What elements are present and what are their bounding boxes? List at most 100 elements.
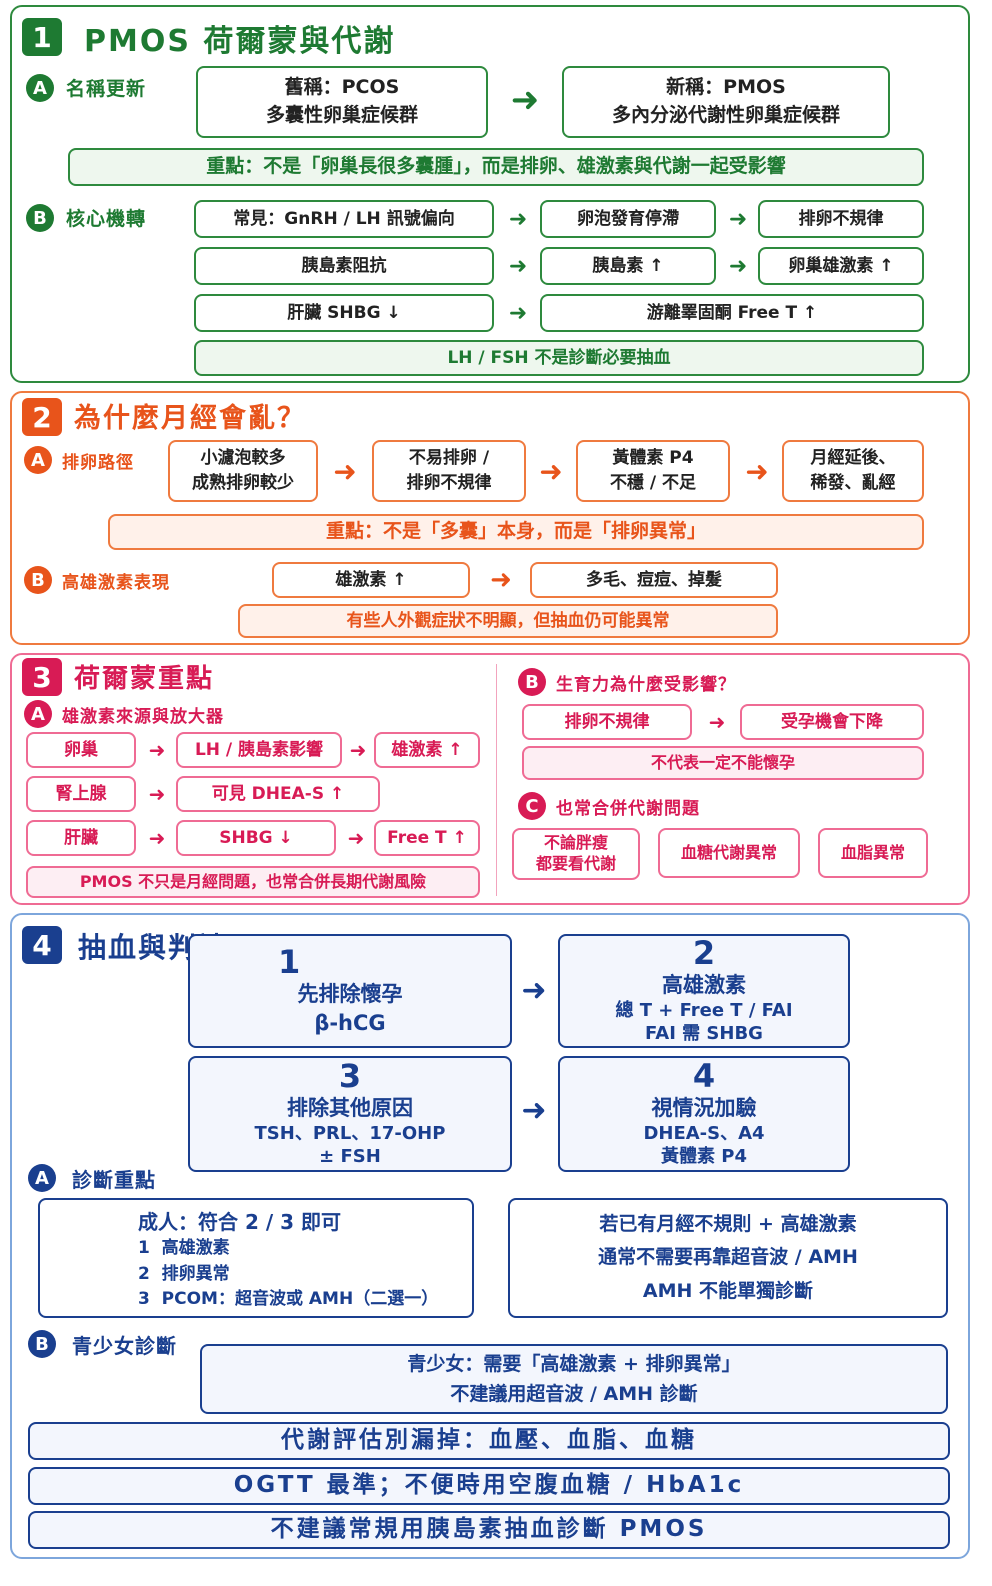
section-2 xyxy=(10,391,970,645)
mech-row1-a: 常見：GnRH / LH 訊號偏向 xyxy=(194,200,494,238)
s1-b-label: 核心機轉 xyxy=(66,208,147,230)
lab-step-1-title: 先排除懷孕 xyxy=(297,982,403,1007)
metabolic-eval-note: 代謝評估別漏掉：血壓、血脂、血糖 xyxy=(28,1422,950,1460)
s1-key-point: 重點：不是「卵巢長很多囊腫」，而是排卵、雄激素與代謝一起受影響 xyxy=(68,148,924,186)
arrow-right-icon: ➜ xyxy=(148,826,166,850)
arrow-right-icon: ➜ xyxy=(539,454,563,488)
source-adrenal: 腎上腺 xyxy=(26,776,136,812)
lab-step-1-number: 1 xyxy=(278,943,301,982)
s3-b-letter: B xyxy=(518,668,546,696)
section-1-number: 1 xyxy=(22,18,62,56)
adult-criterion-1: 1 高雄激素 xyxy=(138,1238,230,1258)
arrow-right-icon: ➜ xyxy=(148,782,166,806)
section-4-number: 4 xyxy=(22,926,62,964)
s2-b-label: 高雄激素表現 xyxy=(62,573,170,593)
ovulation-step-3: 黃體素 P4 不穩 / 不足 xyxy=(576,440,730,502)
s2-note: 有些人外觀症狀不明顯，但抽血仍可能異常 xyxy=(238,604,778,638)
s3-b-label: 生育力為什麼受影響？ xyxy=(556,675,736,695)
section-2-title: 為什麼月經會亂？ xyxy=(74,403,306,434)
meta-any-weight: 不論胖瘦 都要看代謝 xyxy=(512,828,640,880)
mech-row1-b: 卵泡發育停滯 xyxy=(540,200,716,238)
section-2-number: 2 xyxy=(22,398,62,436)
adult-criteria-box: 成人：符合 2 / 3 即可 1 高雄激素 2 排卵異常 3 PCOM：超音波或… xyxy=(38,1198,474,1318)
s3-note: PMOS 不只是月經問題，也常合併長期代謝風險 xyxy=(26,866,480,898)
s4-b-label: 青少女診斷 xyxy=(72,1334,177,1358)
section-3 xyxy=(10,653,970,905)
lab-step-3: 3 排除其他原因 TSH、PRL、17-OHP ± FSH xyxy=(188,1056,512,1172)
mech-row3-b: 游離睪固酮 Free T ↑ xyxy=(540,294,924,332)
s1-b-letter: B xyxy=(26,204,54,232)
lab-step-4-detail: DHEA-S、A4 黃體素 P4 xyxy=(643,1122,765,1168)
ovulation-step-2: 不易排卵 / 排卵不規律 xyxy=(372,440,526,502)
androgen-box: 雄激素 ↑ xyxy=(272,562,470,598)
symptoms-box: 多毛、痘痘、掉髮 xyxy=(530,562,778,598)
arrow-right-icon: ➜ xyxy=(510,80,540,120)
s3-a-letter: A xyxy=(24,700,52,728)
lab-step-2: 2 高雄激素 總 T + Free T / FAI FAI 需 SHBG xyxy=(558,934,850,1048)
teen-diagnosis-box: 青少女：需要「高雄激素 + 排卵異常」 不建議用超音波 / AMH 診斷 xyxy=(200,1344,948,1414)
arrow-right-icon: ➜ xyxy=(521,972,547,1008)
insulin-note: 不建議常規用胰島素抽血診斷 PMOS xyxy=(28,1511,950,1549)
new-name-box: 新稱：PMOS 多內分泌代謝性卵巢症候群 xyxy=(562,66,890,138)
fert-irregular: 排卵不規律 xyxy=(522,704,692,740)
arrow-right-icon: ➜ xyxy=(490,565,512,595)
s1-a-label: 名稱更新 xyxy=(66,78,147,100)
source-ovary: 卵巢 xyxy=(26,732,136,768)
adrenal-result: 可見 DHEA-S ↑ xyxy=(176,776,380,812)
lab-step-3-detail: TSH、PRL、17-OHP ± FSH xyxy=(254,1122,446,1168)
lab-step-3-number: 3 xyxy=(338,1057,362,1096)
liver-result: Free T ↑ xyxy=(374,820,480,856)
adult-criterion-2: 2 排卵異常 xyxy=(138,1263,230,1284)
source-liver: 肝臟 xyxy=(26,820,136,856)
arrow-right-icon: ➜ xyxy=(347,826,365,850)
s1-a-letter: A xyxy=(26,74,54,102)
lab-step-4-number: 4 xyxy=(692,1057,716,1096)
section-1 xyxy=(10,5,970,383)
lab-step-1-detail: β-hCG xyxy=(314,1010,386,1035)
lab-step-2-number: 2 xyxy=(692,934,716,973)
lab-step-3-title: 排除其他原因 xyxy=(287,1095,413,1120)
fert-result: 受孕機會下降 xyxy=(740,704,924,740)
mech-row2-b: 胰島素 ↑ xyxy=(540,247,716,285)
s1-note: LH / FSH 不是診斷必要抽血 xyxy=(194,340,924,376)
s4-b-letter: B xyxy=(28,1330,56,1358)
adult-criteria-head: 成人：符合 2 / 3 即可 xyxy=(138,1210,341,1234)
section-1-title: PMOS 荷爾蒙與代謝 xyxy=(84,24,396,59)
arrow-right-icon: ➜ xyxy=(745,454,769,488)
old-name-box: 舊稱：PCOS 多囊性卵巢症候群 xyxy=(196,66,488,138)
section-3-number: 3 xyxy=(22,658,62,696)
s3-c-letter: C xyxy=(518,792,546,820)
ovulation-step-4: 月經延後、 稀發、亂經 xyxy=(782,440,924,502)
s3-a-label: 雄激素來源與放大器 xyxy=(62,707,224,727)
mech-row1-c: 排卵不規律 xyxy=(758,200,924,238)
lab-step-4-title: 視情況加驗 xyxy=(651,1095,757,1120)
mech-row2-a: 胰島素阻抗 xyxy=(194,247,494,285)
arrow-right-icon: ➜ xyxy=(349,738,367,762)
lab-step-1: 1 先排除懷孕 β-hCG xyxy=(188,934,512,1048)
section-3-divider xyxy=(496,664,497,896)
meta-glucose: 血糖代謝異常 xyxy=(658,828,800,878)
arrow-right-icon: ➜ xyxy=(508,206,528,232)
ovulation-step-1: 小濾泡較多 成熟排卵較少 xyxy=(168,440,318,502)
ogtt-note: OGTT 最準；不便時用空腹血糖 / HbA1c xyxy=(28,1467,950,1505)
arrow-right-icon: ➜ xyxy=(508,253,528,279)
adult-criterion-3: 3 PCOM：超音波或 AMH（二選一） xyxy=(138,1289,439,1309)
arrow-right-icon: ➜ xyxy=(708,710,726,734)
meta-lipid: 血脂異常 xyxy=(818,828,928,878)
liver-shbg: SHBG ↓ xyxy=(176,820,336,856)
section-4 xyxy=(10,913,970,1559)
s2-key-point: 重點：不是「多囊」本身，而是「排卵異常」 xyxy=(108,514,924,550)
s2-b-letter: B xyxy=(24,566,52,594)
mech-row3-a: 肝臟 SHBG ↓ xyxy=(194,294,494,332)
s2-a-letter: A xyxy=(24,446,52,474)
s4-a-label: 診斷重點 xyxy=(72,1168,156,1192)
s2-a-label: 排卵路徑 xyxy=(62,453,134,473)
lab-step-4: 4 視情況加驗 DHEA-S、A4 黃體素 P4 xyxy=(558,1056,850,1172)
arrow-right-icon: ➜ xyxy=(728,253,748,279)
ovary-driver: LH / 胰島素影響 xyxy=(176,732,342,768)
ovary-result: 雄激素 ↑ xyxy=(374,732,480,768)
arrow-right-icon: ➜ xyxy=(728,206,748,232)
lab-step-2-title: 高雄激素 xyxy=(662,972,746,997)
arrow-right-icon: ➜ xyxy=(333,454,357,488)
fert-note: 不代表一定不能懷孕 xyxy=(522,746,924,780)
